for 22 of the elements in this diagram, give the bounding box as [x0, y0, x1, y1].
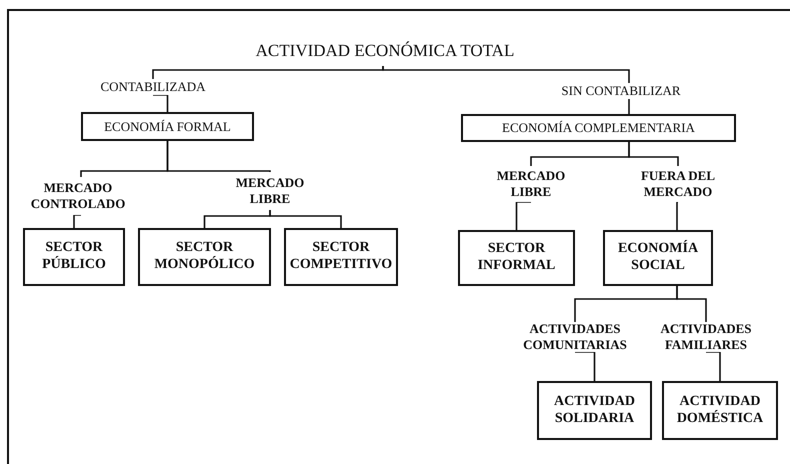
category-box: ECONOMÍA COMPLEMENTARIA	[461, 114, 736, 142]
category-box: ECONOMÍA FORMAL	[81, 112, 254, 141]
connector-line	[73, 214, 81, 228]
connector-line	[676, 286, 707, 322]
connector-line	[152, 66, 384, 79]
category-box: SECTOR COMPETITIVO	[284, 228, 398, 286]
category-box: ECONOMÍA SOCIAL	[603, 230, 713, 286]
category-box: SECTOR MONOPÓLICO	[138, 228, 271, 286]
connector-line	[706, 351, 721, 381]
category-box: SECTOR PÚBLICO	[23, 228, 125, 286]
connector-line	[516, 201, 531, 230]
connector-line	[153, 94, 168, 112]
connector-line	[628, 98, 630, 114]
category-box: ACTIVIDAD SOLIDARIA	[537, 381, 652, 440]
category-box: SECTOR INFORMAL	[458, 230, 575, 286]
connector-line	[676, 201, 678, 230]
connector-line	[166, 141, 271, 172]
connector-line	[575, 351, 596, 381]
category-box: ACTIVIDAD DOMÉSTICA	[662, 381, 778, 440]
connector-line	[628, 142, 679, 166]
connector-line	[269, 210, 342, 228]
connector-line	[382, 66, 630, 83]
